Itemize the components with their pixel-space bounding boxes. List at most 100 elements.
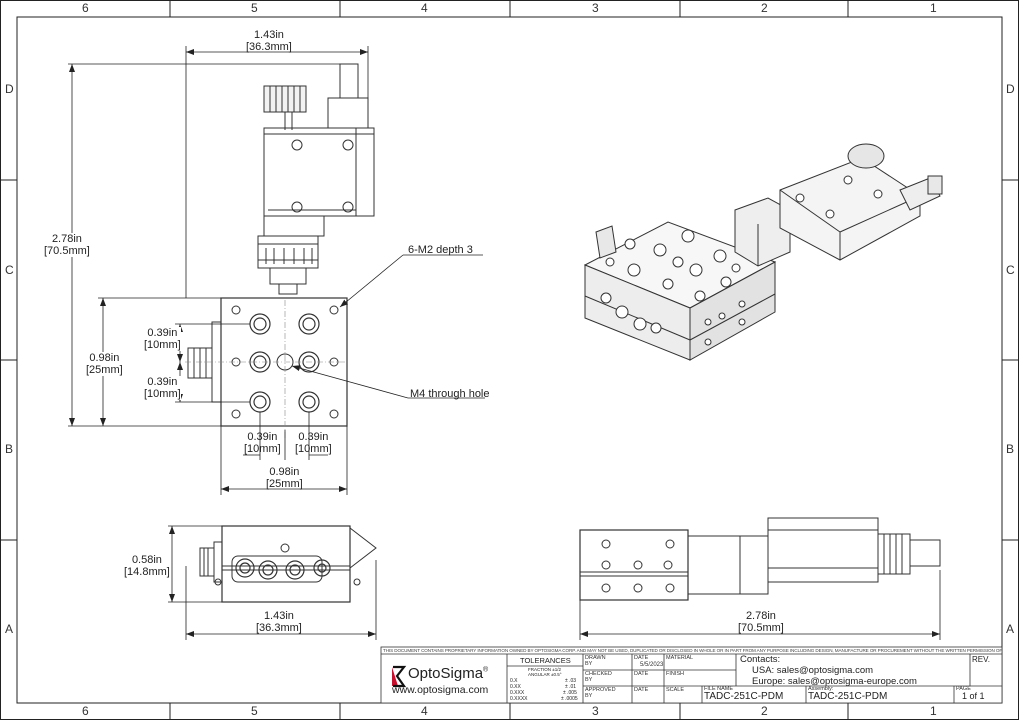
zone-right-b: B	[1006, 442, 1015, 456]
dim-overall-height-mm: [70.5mm]	[44, 245, 90, 257]
zone-bottom-3: 3	[592, 704, 599, 718]
dim-pitch-upper-in: 0.39in	[147, 327, 178, 339]
dim-body-height-mm: [25mm]	[86, 364, 123, 376]
logo-name: OptoSigma	[408, 665, 484, 682]
material-label: MATERIAL	[666, 655, 694, 661]
scale-label: SCALE	[666, 687, 685, 693]
tol-row-0-k: 0.X	[510, 678, 518, 684]
dim-body-height-in: 0.98in	[89, 352, 120, 364]
note-tapped-holes: 6-M2 depth 3	[408, 244, 473, 256]
zone-top-2: 2	[761, 1, 768, 15]
rear-view	[579, 517, 941, 601]
dim-pitch-x-right-mm: [10mm]	[295, 443, 332, 455]
zone-right-c: C	[1006, 263, 1015, 277]
dim-top-width-in: 1.43in	[253, 29, 284, 41]
file-name: TADC-251C-PDM	[704, 691, 784, 702]
rear-view-dimensions	[579, 570, 941, 640]
tolerances-title: TOLERANCES	[520, 656, 571, 665]
contacts-label: Contacts:	[740, 654, 781, 665]
zone-top-6: 6	[82, 1, 89, 15]
dim-top-width-mm: [36.3mm]	[246, 41, 292, 53]
contact-usa: USA: sales@optosigma.com	[752, 665, 874, 676]
page-number: 1 of 1	[962, 691, 985, 701]
finish-label: FINISH	[666, 671, 685, 677]
fraction-tol: FRACTION ±1/2	[528, 667, 561, 672]
dim-pitch-lower: 0.39in [10mm]	[144, 376, 181, 400]
page-label: PAGE	[956, 686, 971, 692]
tol-row-3-k: 0.XXXX	[510, 696, 528, 702]
dim-pitch-lower-mm: [10mm]	[144, 388, 181, 400]
assembly-label: Assembly:	[808, 686, 834, 692]
zone-top-4: 4	[421, 1, 428, 15]
tol-row-1-k: 0.XX	[510, 684, 521, 690]
zone-left-c: C	[5, 263, 14, 277]
contact-europe: Europe: sales@optosigma-europe.com	[752, 676, 917, 687]
dim-side-width-mm: [36.3mm]	[256, 622, 302, 634]
file-name-label: FILE NAME	[704, 686, 734, 692]
tol-row-1-v: ± .01	[565, 684, 577, 690]
side-view-dimensions	[168, 525, 377, 640]
logo-reg: ®	[483, 666, 489, 674]
zone-bottom-1: 1	[930, 704, 937, 718]
checked-by-label: CHECKED BY	[585, 671, 612, 683]
tol-row-2-k: 0.XXX	[510, 690, 525, 696]
zone-bottom-6: 6	[82, 704, 89, 718]
dim-side-width-in: 1.43in	[263, 610, 294, 622]
zone-left-a: A	[5, 622, 14, 636]
dim-pitch-lower-in: 0.39in	[147, 376, 178, 388]
tol-row-2-v: ± .005	[563, 690, 577, 696]
note-through-hole: M4 through hole	[410, 388, 490, 400]
dim-body-width: 0.98in [25mm]	[266, 466, 303, 490]
proprietary-notice: THIS DOCUMENT CONTAINS PROPRIETARY INFOR…	[383, 648, 1003, 653]
dim-body-width-in: 0.98in	[269, 466, 300, 478]
angular-tol: ANGULAR ±0.5°	[528, 672, 562, 677]
dim-top-width: 1.43in [36.3mm]	[246, 29, 292, 53]
optosigma-logo: OptoSigma®	[408, 665, 488, 683]
approved-by-label: APPROVED BY	[585, 687, 616, 699]
zone-top-1: 1	[930, 1, 937, 15]
assembly: TADC-251C-PDM	[808, 691, 888, 702]
dim-pitch-upper-mm: [10mm]	[144, 339, 181, 351]
inner-border	[16, 16, 1003, 704]
dim-side-width: 1.43in [36.3mm]	[256, 610, 302, 634]
dim-pitch-x-left: 0.39in [10mm]	[244, 431, 281, 455]
front-view-dimensions	[68, 46, 485, 495]
website: www.optosigma.com	[392, 684, 489, 696]
dim-rear-length: 2.78in [70.5mm]	[738, 610, 784, 634]
zone-bottom-4: 4	[421, 704, 428, 718]
zone-top-5: 5	[251, 1, 258, 15]
isometric-view	[583, 143, 943, 361]
dim-overall-height: 2.78in [70.5mm]	[44, 233, 90, 257]
drawn-date: 5/5/2023	[640, 662, 664, 668]
dim-pitch-upper: 0.39in [10mm]	[144, 327, 181, 351]
dim-body-width-mm: [25mm]	[266, 478, 303, 490]
zone-left-b: B	[5, 442, 14, 456]
front-view	[185, 63, 375, 440]
zone-bottom-2: 2	[761, 704, 768, 718]
dim-overall-height-in: 2.78in	[51, 233, 82, 245]
checked-date-label: DATE	[634, 671, 649, 677]
zone-right-a: A	[1006, 622, 1015, 636]
drawn-date-label: DATE	[634, 655, 649, 661]
zone-right-d: D	[1006, 82, 1015, 96]
dim-side-height: 0.58in [14.8mm]	[124, 554, 170, 578]
dim-pitch-x-left-mm: [10mm]	[244, 443, 281, 455]
zone-top-3: 3	[592, 1, 599, 15]
tol-row-0-v: ± .03	[565, 678, 577, 684]
dim-side-height-in: 0.58in	[131, 554, 162, 566]
drawn-by-label: DRAWN BY	[585, 655, 606, 667]
dim-rear-length-mm: [70.5mm]	[738, 622, 784, 634]
dim-pitch-x-right-in: 0.39in	[298, 431, 329, 443]
dim-rear-length-in: 2.78in	[745, 610, 776, 622]
tol-row-3-v: ± .0005	[561, 696, 578, 702]
approved-date-label: DATE	[634, 687, 649, 693]
zone-left-d: D	[5, 82, 14, 96]
contacts: Contacts: USA: sales@optosigma.com Europ…	[740, 654, 917, 687]
dim-body-height: 0.98in [25mm]	[86, 352, 123, 376]
zone-bottom-5: 5	[251, 704, 258, 718]
rev-label: REV.	[972, 655, 990, 664]
dim-side-height-mm: [14.8mm]	[124, 566, 170, 578]
